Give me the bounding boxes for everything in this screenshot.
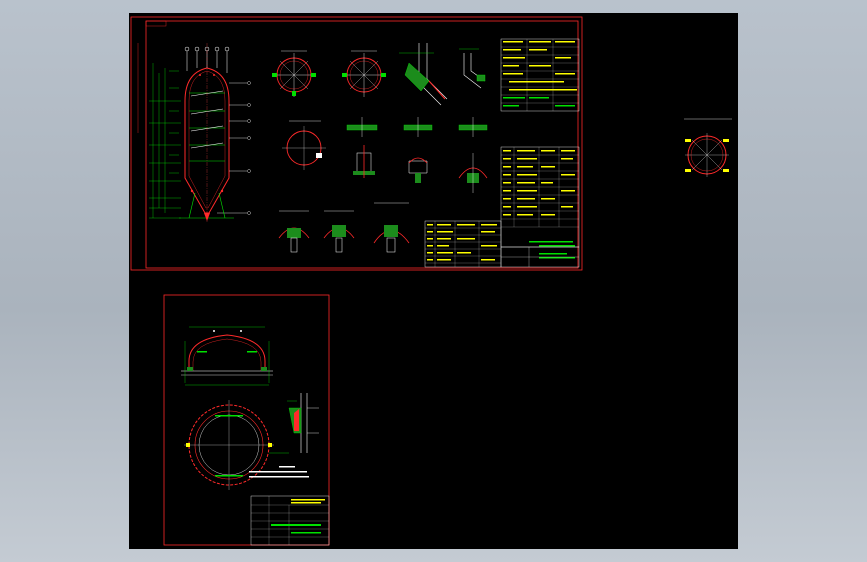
- nozzle-detail-bent-pipe: [399, 43, 448, 106]
- sheet-outer-border: [130, 16, 583, 271]
- main-assembly-sheet[interactable]: [130, 16, 583, 271]
- detail-support-3: [373, 202, 410, 253]
- detail-flange-2: [403, 117, 433, 183]
- nozzle-schedule-table: [500, 146, 580, 259]
- detail-support-1: [278, 210, 310, 253]
- detail-title-block: [250, 495, 330, 546]
- dished-head-elevation: [181, 326, 273, 386]
- detail-sheet[interactable]: [163, 294, 330, 546]
- support-ring-plan: [184, 400, 289, 490]
- standalone-section-view[interactable]: [684, 118, 732, 177]
- detail-flange-1: [346, 117, 378, 178]
- detail-caption: [249, 466, 309, 478]
- vessel-elevation-view: [149, 43, 251, 223]
- sheet-corner-tag: [145, 20, 167, 27]
- design-data-table: [500, 38, 580, 112]
- section-view-c: [282, 120, 326, 170]
- parts-list-table: [424, 220, 502, 268]
- section-view-a: [272, 50, 316, 97]
- cad-drawing-canvas: [130, 16, 732, 546]
- nozzle-detail-elbow: [459, 48, 486, 89]
- detail-sheet-border: [163, 294, 330, 546]
- cad-viewport[interactable]: [129, 13, 738, 549]
- weld-detail: [287, 393, 319, 453]
- sheet-inner-frame: [145, 20, 579, 269]
- title-block: [500, 246, 580, 268]
- section-view-b: [342, 50, 386, 97]
- detail-support-2: [323, 210, 355, 253]
- detail-flange-3: [458, 117, 488, 193]
